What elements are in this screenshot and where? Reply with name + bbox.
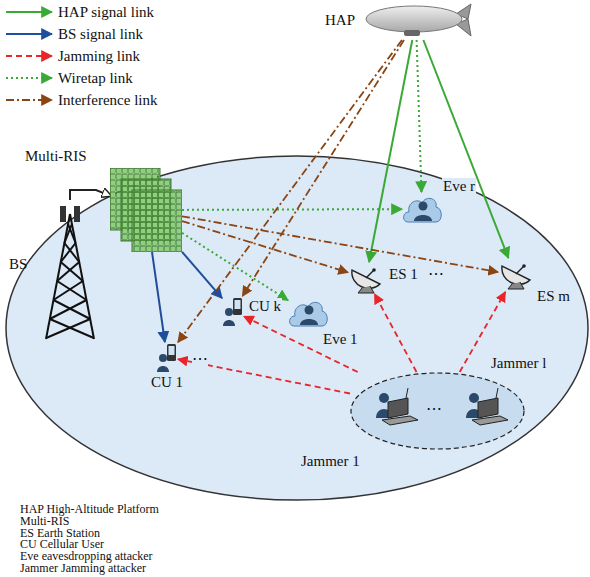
node-label: Eve r: [442, 178, 476, 195]
glossary-line: Multi-RIS: [20, 516, 69, 528]
glossary-line: Jammer Jamming attacker: [20, 563, 146, 575]
link-connector: [182, 208, 402, 211]
legend-text: Interference link: [58, 91, 158, 109]
cellular-user-node: CU k: [222, 296, 244, 326]
dish-icon: [498, 258, 532, 292]
node-label: Jammer l: [490, 355, 547, 372]
link-connector: [375, 294, 417, 372]
node-label: CU 1: [150, 374, 184, 391]
cellular-user-node: CU 1: [156, 342, 178, 372]
legend-text: Jamming link: [58, 47, 140, 65]
link-connector: [423, 40, 508, 258]
tower-icon: [38, 200, 102, 340]
legend-text: Wiretap link: [58, 69, 133, 87]
legend-sample: [6, 11, 52, 13]
link-connector: [182, 233, 288, 300]
node-label: HAP: [324, 12, 356, 29]
ellipsis-mark: ⋯: [426, 400, 442, 418]
legend-sample: [6, 77, 52, 79]
link-connector: [244, 316, 358, 372]
airship-icon: [360, 2, 472, 40]
phone-icon: [156, 342, 178, 372]
link-connector: [152, 252, 165, 342]
ellipsis-mark: ⋯: [192, 350, 208, 368]
eve-icon: [288, 296, 328, 330]
link-connector: [417, 40, 422, 192]
platform-node: HAP: [360, 2, 472, 40]
coverage-ellipse: [6, 156, 588, 500]
node-label: CU k: [248, 298, 282, 315]
glossary-line: CU Cellular User: [20, 539, 104, 551]
node-label: Jammer 1: [300, 453, 361, 470]
link-connector: [182, 252, 222, 298]
node-label: Eve 1: [322, 331, 359, 348]
node-label: Multi-RIS: [24, 148, 88, 165]
dish-icon: [348, 262, 384, 294]
node-label: ES 1: [388, 266, 419, 283]
link-connector: [243, 40, 405, 296]
base-station-node: BS: [38, 200, 102, 340]
ellipsis-mark: ⋯: [428, 265, 444, 283]
glossary-line: HAP High-Altitude Platform: [20, 504, 159, 516]
ris-node: Multi-RIS: [110, 168, 182, 252]
eve-icon: [402, 192, 442, 226]
earth-station-node: ES 1: [348, 262, 384, 294]
legend-sample: [6, 55, 52, 57]
glossary-line: ES Earth Station: [20, 528, 100, 540]
link-connector: [182, 221, 348, 272]
link-connector: [178, 40, 402, 342]
ris-icon: [110, 168, 182, 252]
node-label: ES m: [536, 288, 571, 305]
phone-icon: [222, 296, 244, 326]
eavesdropper-node: Eve 1: [288, 296, 328, 330]
link-connector: [369, 40, 412, 262]
glossary-line: Eve eavesdropping attacker: [20, 551, 153, 563]
eavesdropper-node: Eve r: [402, 192, 442, 226]
legend-sample: [6, 33, 52, 35]
legend-text: HAP signal link: [58, 3, 154, 21]
legend-sample: [6, 99, 52, 101]
link-connector: [182, 216, 498, 272]
link-connector: [70, 190, 110, 200]
legend-text: BS signal link: [58, 25, 143, 43]
node-label: BS: [8, 256, 28, 273]
earth-station-node: ES m: [498, 258, 532, 292]
